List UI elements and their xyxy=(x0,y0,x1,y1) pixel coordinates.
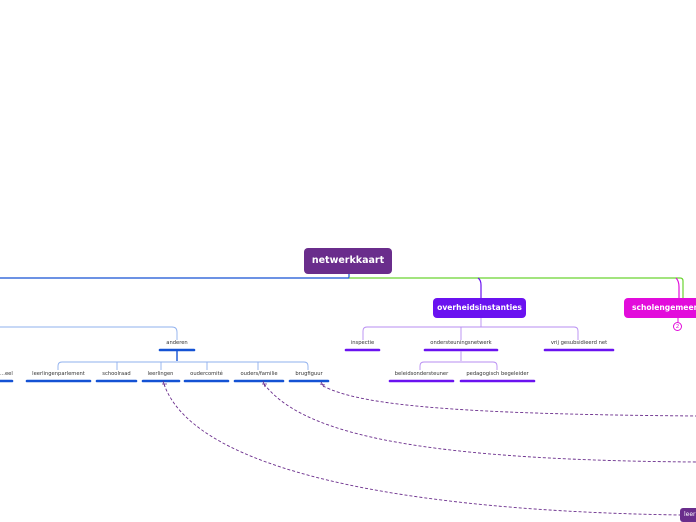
node-leerlingen[interactable]: leerlingen xyxy=(147,371,174,377)
node-brugfiguur[interactable]: brugfiguur xyxy=(295,371,323,377)
relation-ouders xyxy=(263,383,696,463)
node-schoolraad[interactable]: schoolraad xyxy=(102,371,131,377)
connector-overheid xyxy=(477,277,482,298)
node-ondersteuningsnetwerk[interactable]: ondersteuningsnetwerk xyxy=(430,340,492,346)
connector-anderen xyxy=(0,326,178,340)
connector-scholengemeenschap xyxy=(675,277,680,298)
node-scholengemeenschap[interactable]: scholengemeenschap xyxy=(624,298,696,318)
connector-ondersteuning-children xyxy=(419,351,498,370)
relation-brugfiguur xyxy=(322,385,696,417)
connector-root-right xyxy=(349,277,684,298)
collapsed-count-badge[interactable]: 2 xyxy=(673,322,682,331)
connector-anderen-children xyxy=(57,361,309,370)
node-inspectie[interactable]: inspectie xyxy=(350,340,375,346)
node-pedagogisch-begeleider[interactable]: pedagogisch begeleider xyxy=(466,371,529,377)
node-beleidsondersteuner[interactable]: beleidsondersteuner xyxy=(394,371,449,377)
node-anderen[interactable]: anderen xyxy=(166,340,188,346)
node-overheidsinstanties[interactable]: overheidsinstanties xyxy=(433,298,526,318)
connector-root-left xyxy=(0,274,350,279)
node-ouders-familie[interactable]: ouders/familie xyxy=(240,371,278,377)
node-anderen-child-0[interactable]: ...eel xyxy=(0,371,13,377)
connector-overheid-children xyxy=(362,318,579,340)
relation-leerlingen xyxy=(163,383,681,516)
node-vrij-gesubsidieerd-net[interactable]: vrij gesubsidieerd net xyxy=(550,340,608,346)
node-leer-partial[interactable]: leer xyxy=(680,508,696,522)
node-leerlingenparlement[interactable]: leerlingenparlement xyxy=(32,371,85,377)
node-oudercomite[interactable]: oudercomité xyxy=(190,371,223,377)
root-node[interactable]: netwerkkaart xyxy=(304,248,392,274)
